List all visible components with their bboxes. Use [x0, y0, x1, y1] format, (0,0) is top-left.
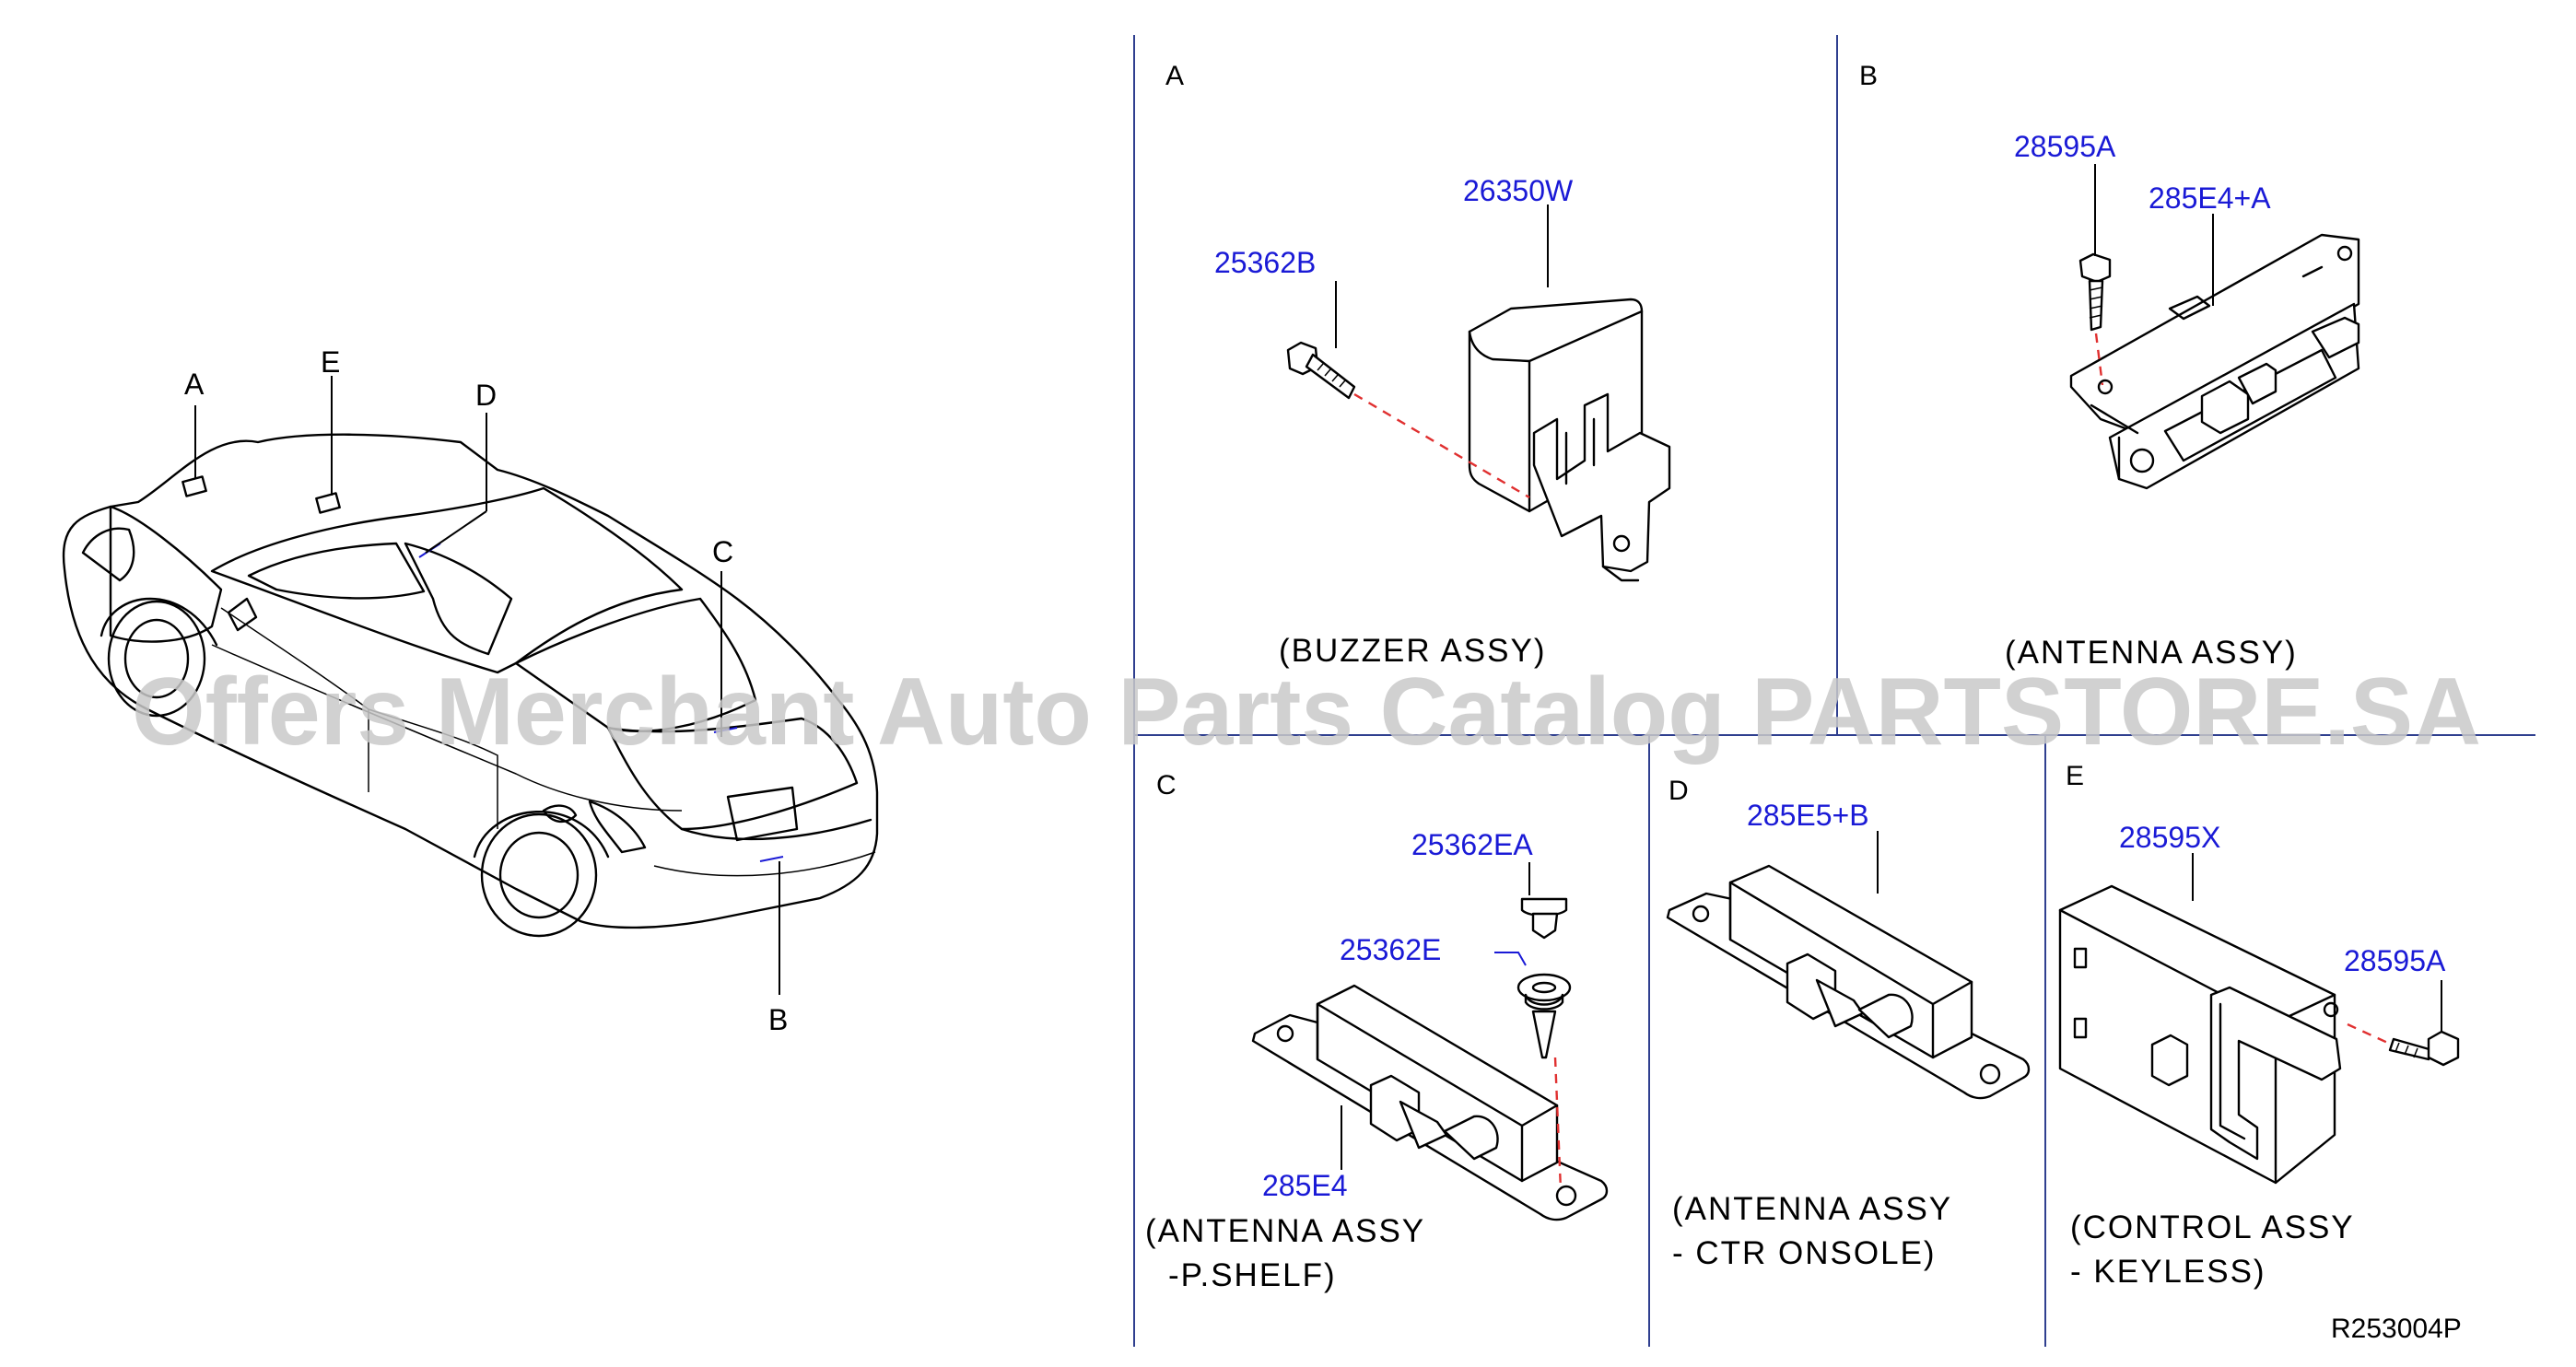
- part-285e4[interactable]: 285E4: [1262, 1169, 1348, 1202]
- part-25362b[interactable]: 25362B: [1214, 246, 1316, 279]
- antenna-bolt-drawing: [2078, 252, 2112, 332]
- antenna-console-drawing: [1666, 864, 2031, 1100]
- antenna-bracket-drawing: [2069, 233, 2360, 490]
- buzzer-assy-drawing: [1468, 298, 1671, 582]
- antenna-pshelf-drawing: [1251, 984, 1609, 1221]
- clip-25362e-leader: [1494, 952, 1527, 966]
- car-leaders: [194, 376, 780, 995]
- car-drawing: [62, 433, 879, 938]
- car-callout-c: C: [712, 535, 733, 568]
- section-d-caption-line-2: - CTR ONSOLE): [1672, 1235, 1937, 1271]
- part-25362e[interactable]: 25362E: [1340, 933, 1441, 966]
- car-callout-e: E: [321, 345, 340, 379]
- part-28595x[interactable]: 28595X: [2119, 821, 2220, 854]
- keyless-bolt-dashed-line: [2347, 1022, 2393, 1046]
- section-b-letter: B: [1859, 61, 1878, 91]
- car-callout-a: A: [184, 368, 205, 401]
- section-b-caption: (ANTENNA ASSY): [2005, 635, 2298, 671]
- car-callout-b: B: [768, 1003, 788, 1036]
- part-26350w[interactable]: 26350W: [1463, 174, 1574, 207]
- part-285e5-b[interactable]: 285E5+B: [1747, 799, 1869, 832]
- section-e-letter: E: [2066, 761, 2084, 791]
- panel-dividers: [1133, 35, 2535, 1347]
- section-a-letter: A: [1165, 61, 1184, 91]
- clip-dashed-line: [1553, 1057, 1563, 1191]
- buzzer-bolt-drawing: [1286, 341, 1356, 400]
- watermark-text: Offers Merchant Auto Parts Catalog PARTS…: [132, 659, 2481, 765]
- part-285e4-a[interactable]: 285E4+A: [2149, 181, 2271, 215]
- keyless-control-drawing: [2058, 884, 2342, 1185]
- section-d-caption-line-1: (ANTENNA ASSY: [1672, 1191, 1952, 1227]
- keyless-bolt-drawing: [2388, 1030, 2460, 1067]
- part-28595a-e[interactable]: 28595A: [2344, 944, 2446, 977]
- section-e-caption-line-2: - KEYLESS): [2070, 1254, 2266, 1290]
- part-25362ea[interactable]: 25362EA: [1411, 828, 1533, 861]
- clip-25362ea-drawing: [1520, 897, 1568, 940]
- car-callout-d: D: [475, 379, 497, 412]
- section-c-letter: C: [1156, 770, 1177, 800]
- diagram-code: R253004P: [2331, 1314, 2462, 1344]
- section-e-caption-line-1: (CONTROL ASSY: [2070, 1209, 2355, 1245]
- section-a-caption: (BUZZER ASSY): [1279, 633, 1546, 669]
- section-c-caption-line-2: -P.SHELF): [1168, 1257, 1337, 1293]
- clip-25362e-drawing: [1516, 973, 1572, 1059]
- antenna-bolt-dashed-line: [2094, 333, 2104, 386]
- buzzer-bolt-dashed-line: [1353, 392, 1530, 499]
- section-d-letter: D: [1669, 776, 1689, 806]
- part-28595a-b[interactable]: 28595A: [2014, 130, 2116, 163]
- section-c-caption-line-1: (ANTENNA ASSY: [1145, 1213, 1425, 1249]
